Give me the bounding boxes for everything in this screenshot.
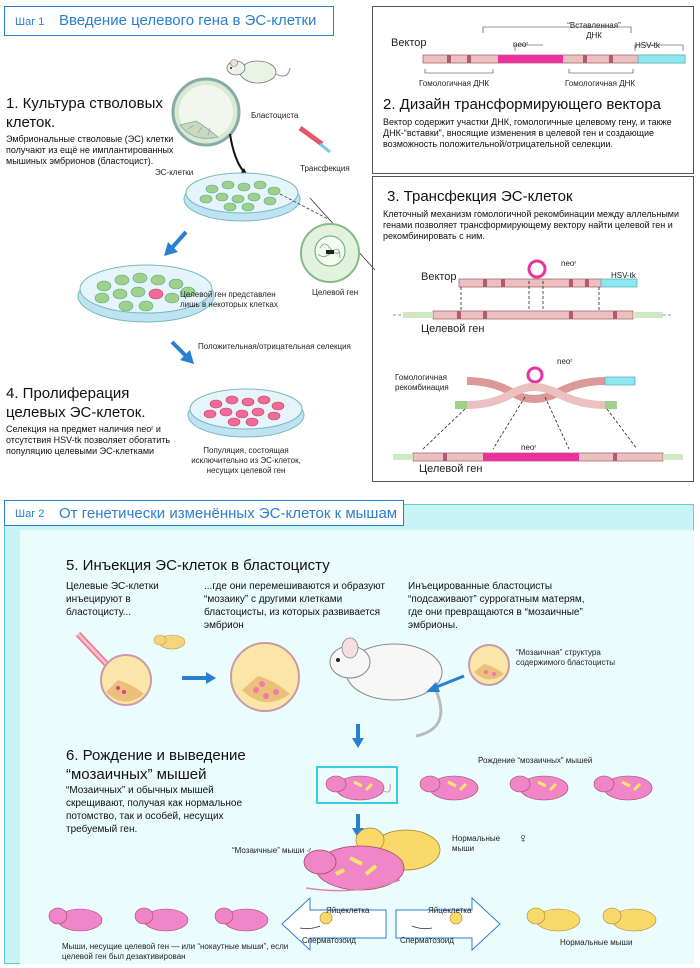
cell-zoom-target-gene [300,223,360,283]
step2-header: Шаг 2 От генетически изменённых ЭС-клето… [4,500,404,526]
section4-text: Селекция на предмет наличия neoʳ и отсут… [6,424,171,456]
recombination-diagram-top [393,259,673,320]
egg-label-1: Яйцеклетка [326,906,370,915]
section5-text-a: Целевые ЭС-клетки инъецируют в бластоцис… [66,581,159,618]
section6-title: 6. Рождение и выведение “мозаичных” мыше… [66,747,246,783]
adult-mice-pair [303,827,441,892]
selection-label: Положительная/отрицательная селекция [198,342,351,351]
neo-label-3: neoʳ [557,357,573,366]
target-gene-cell-label: Целевой ген [312,288,359,297]
step1-title: Введение целевого гена в ЭС-клетки [59,12,317,29]
birth-label: Рождение “мозаичных” мышей [478,756,593,765]
arrow-right-1 [182,672,216,684]
selected-mosaic-pup [316,766,398,804]
panel3-title: 3. Трансфекция ЭС-клеток [387,188,573,205]
panel2-text: Вектор содержит участки ДНК, гомологичны… [383,117,672,149]
egg-label-2: Яйцеклетка [428,906,472,915]
step1-header: Шаг 1 Введение целевого гена в ЭС-клетки [4,6,334,36]
panel-transfection: 3. Трансфекция ЭС-клеток Клеточный механ… [372,176,694,482]
normal-mice-female-label: Нормальные мыши [452,834,501,853]
section1-text: Эмбриональные стволовые (ЭС) клетки полу… [6,134,174,166]
normal-mice-label: Нормальные мыши [560,938,633,947]
es-cells-label: ЭС-клетки [155,168,194,177]
homolog-dna-1-label: Гомологичная ДНК [419,79,490,88]
section5-text-b: ...где они перемешиваются и образуют “мо… [204,581,386,631]
mosaic-pups-row [325,775,653,801]
homolog-recomb-label: Гомологичная рекомбинация [395,373,449,392]
step1-label: Шаг 1 [15,16,45,28]
hsvtk-label-2: HSV-tk [611,271,636,280]
step2-title: От генетически изменённых ЭС-клеток к мы… [59,505,398,522]
knockout-mice-label: Мыши, несущие целевой ген — или “нокаутн… [62,942,289,961]
section4-title: 4. Пролиферация целевых ЭС-клеток. [6,385,146,421]
sperm-label-2: Сперматозоид [400,936,454,945]
section6-text: “Мозаичных” и обычных мышей скрещивают, … [66,785,243,835]
sperm-label-1: Сперматозоид [302,936,356,945]
arrow-left-offspring [281,896,387,952]
vector-label-2: Вектор [421,271,457,283]
mosaic-mice-label: “Мозаичные” мыши ♂ [232,846,313,855]
blastocyst-mosaic-small [468,644,510,686]
recombination-diagram-cross [393,366,683,462]
surrogate-mother-mouse [329,637,443,738]
target-gene-label-1: Целевой ген [421,323,485,335]
blastocyst-mosaic [230,642,300,712]
petri-dish-target-population [187,388,305,438]
vector-construct [422,26,686,74]
target-some-cells-label: Целевой ген представлен лишь в некоторых… [180,290,278,309]
transfection-tube-icon [298,125,331,154]
section5-title: 5. Инъекция ЭС-клеток в бластоцисту [66,557,330,574]
transfection-label: Трансфекция [300,164,350,173]
section1-title: 1. Культура стволовых клеток. [6,95,163,131]
neo-label-4: neoʳ [521,443,537,452]
step2-inner [20,530,694,964]
arrow-down-1 [352,724,364,748]
female-symbol: ♀ [518,830,529,846]
neo-label: neoʳ [513,40,529,49]
petri-dish-some-target [77,264,215,323]
blastocyst-label: Бластоциста [251,111,299,120]
homolog-dna-2-label: Гомологичная ДНК [565,79,636,88]
arrow-to-dish2 [164,230,188,256]
panel2-title: 2. Дизайн трансформирующего вектора [383,96,662,113]
panel-vector-design: Вектор neoʳ “Вставленная” ДНК HSV-tk Гом… [372,6,694,174]
petri-dish-es-cells [183,172,301,222]
target-gene-label-2: Целевой ген [419,463,483,475]
panel3-text: Клеточный механизм гомологичной рекомбин… [383,209,680,241]
step2-label: Шаг 2 [15,508,45,520]
mouse-top-icon [226,59,291,84]
arrow-selection [170,340,194,364]
mosaic-structure-label: “Мозаичная” структура содержимого бласто… [516,648,615,667]
inserted-dna-label: “Вставленная” ДНК [567,21,621,40]
vector-label: Вектор [391,37,427,49]
arrow-into-mouse [426,674,465,692]
blastocyst-injection [75,631,186,706]
arrow-right-offspring [395,896,501,952]
section5-text-c: Инъецированные бластоцисты “подсаживают”… [408,581,585,631]
normal-mice-row [526,907,657,932]
population-label: Популяция, состоящая исключительно из ЭС… [191,446,301,475]
hsvtk-label: HSV-tk [635,41,660,50]
knockout-mice-row [48,907,269,932]
neo-label-2: neoʳ [561,259,577,268]
blastocyst-diagram [171,77,241,147]
